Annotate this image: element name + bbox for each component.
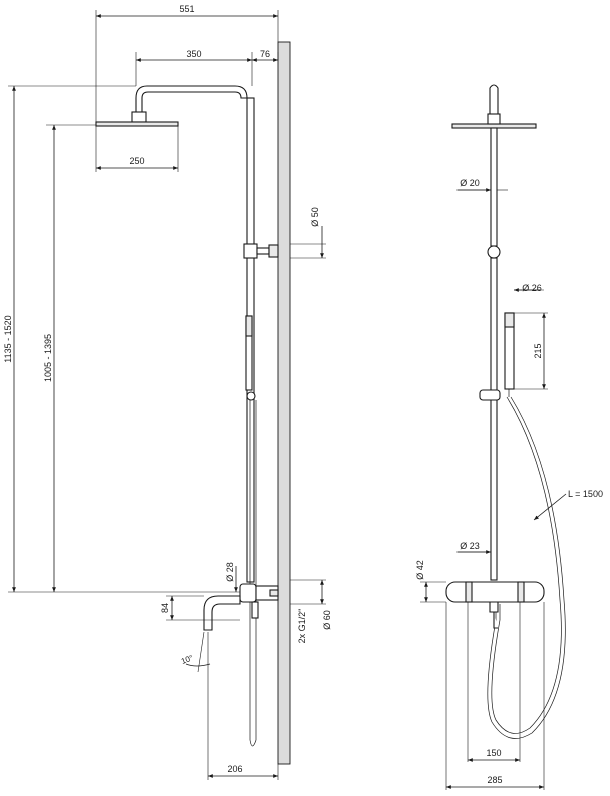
label-76: 76 bbox=[260, 49, 270, 59]
shower-arm bbox=[135, 85, 248, 113]
label-84: 84 bbox=[160, 603, 170, 613]
upper-bracket bbox=[243, 243, 258, 259]
front-slider bbox=[479, 389, 501, 401]
side-view: 551 350 76 250 1135 - 1520 1005 - 1395 Ø… bbox=[3, 4, 332, 780]
front-spout bbox=[489, 601, 499, 613]
front-bracket bbox=[487, 245, 501, 259]
label-dia-23: Ø 23 bbox=[460, 541, 480, 551]
front-view: Ø 20 Ø 26 215 L = 1500 Ø 23 Ø 42 150 285 bbox=[415, 84, 603, 790]
front-riser bbox=[490, 127, 498, 247]
label-1005-1395: 1005 - 1395 bbox=[43, 334, 53, 382]
label-285: 285 bbox=[487, 775, 502, 785]
label-150: 150 bbox=[486, 748, 501, 758]
bath-spout bbox=[203, 595, 241, 631]
shower-hose bbox=[249, 400, 257, 747]
label-250: 250 bbox=[129, 156, 144, 166]
label-350: 350 bbox=[186, 49, 201, 59]
label-dia-20: Ø 20 bbox=[460, 178, 480, 188]
angle-arc bbox=[185, 663, 211, 667]
mixer-body bbox=[239, 583, 257, 603]
label-dia-28: Ø 28 bbox=[225, 562, 235, 582]
riser-pipe bbox=[246, 97, 255, 247]
front-mixer bbox=[445, 581, 545, 603]
front-shower-head bbox=[451, 123, 537, 129]
label-551: 551 bbox=[179, 4, 194, 14]
dim-line-hose bbox=[533, 493, 567, 521]
front-hose bbox=[491, 396, 562, 734]
label-206: 206 bbox=[227, 764, 242, 774]
label-1135-1520: 1135 - 1520 bbox=[3, 315, 13, 362]
riser-lower bbox=[246, 255, 255, 583]
label-dia-60: Ø 60 bbox=[322, 610, 332, 630]
label-dia-42: Ø 42 bbox=[415, 560, 425, 580]
shower-head bbox=[95, 121, 179, 127]
head-connector bbox=[131, 111, 147, 123]
label-dia-50: Ø 50 bbox=[310, 207, 320, 227]
label-angle-10: 10° bbox=[180, 653, 194, 666]
label-thread: 2x G1/2" bbox=[297, 609, 307, 644]
label-dia-26: Ø 26 bbox=[522, 283, 542, 293]
label-hose-length: L = 1500 bbox=[568, 489, 603, 499]
label-215: 215 bbox=[533, 343, 543, 358]
wall bbox=[277, 41, 291, 765]
hand-shower-holder bbox=[246, 391, 256, 401]
